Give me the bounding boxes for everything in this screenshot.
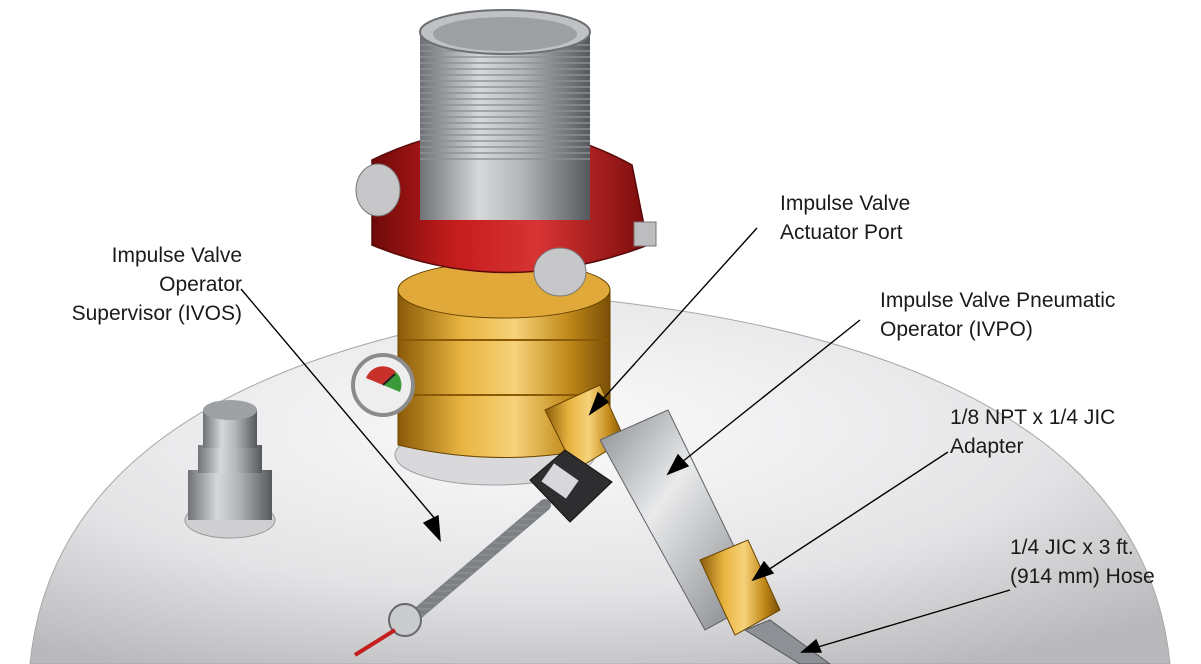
label-ivpo-line1: Impulse Valve Pneumatic bbox=[880, 289, 1116, 312]
leader-lines bbox=[240, 227, 1011, 653]
ivpo-cylinder bbox=[599, 409, 781, 636]
label-actuator-port: Impulse Valve Actuator Port bbox=[780, 189, 910, 247]
label-ivos: Impulse Valve Operator Supervisor (IVOS) bbox=[5, 241, 242, 328]
label-actuator-port-line2: Actuator Port bbox=[780, 221, 903, 244]
label-ivpo-line2: Operator (IVPO) bbox=[880, 318, 1033, 341]
label-hose: 1/4 JIC x 3 ft. (914 mm) Hose bbox=[1010, 533, 1155, 591]
label-ivos-line2: Operator bbox=[159, 273, 242, 296]
label-hose-line2: (914 mm) Hose bbox=[1010, 565, 1155, 588]
label-actuator-port-line1: Impulse Valve bbox=[780, 192, 911, 215]
label-hose-line1: 1/4 JIC x 3 ft. bbox=[1010, 536, 1134, 559]
label-ivpo: Impulse Valve Pneumatic Operator (IVPO) bbox=[880, 286, 1115, 344]
label-adapter-line1: 1/8 NPT x 1/4 JIC bbox=[950, 406, 1116, 429]
label-adapter-line2: Adapter bbox=[950, 435, 1024, 458]
hose bbox=[743, 619, 831, 664]
label-ivos-line3: Supervisor (IVOS) bbox=[71, 302, 242, 325]
ivos-switch bbox=[353, 449, 613, 657]
threaded-pipe bbox=[419, 9, 591, 220]
label-ivos-line1: Impulse Valve bbox=[111, 244, 242, 267]
pressure-gauge bbox=[351, 353, 415, 417]
label-adapter: 1/8 NPT x 1/4 JIC Adapter bbox=[950, 403, 1115, 461]
plug-fitting bbox=[184, 400, 276, 539]
